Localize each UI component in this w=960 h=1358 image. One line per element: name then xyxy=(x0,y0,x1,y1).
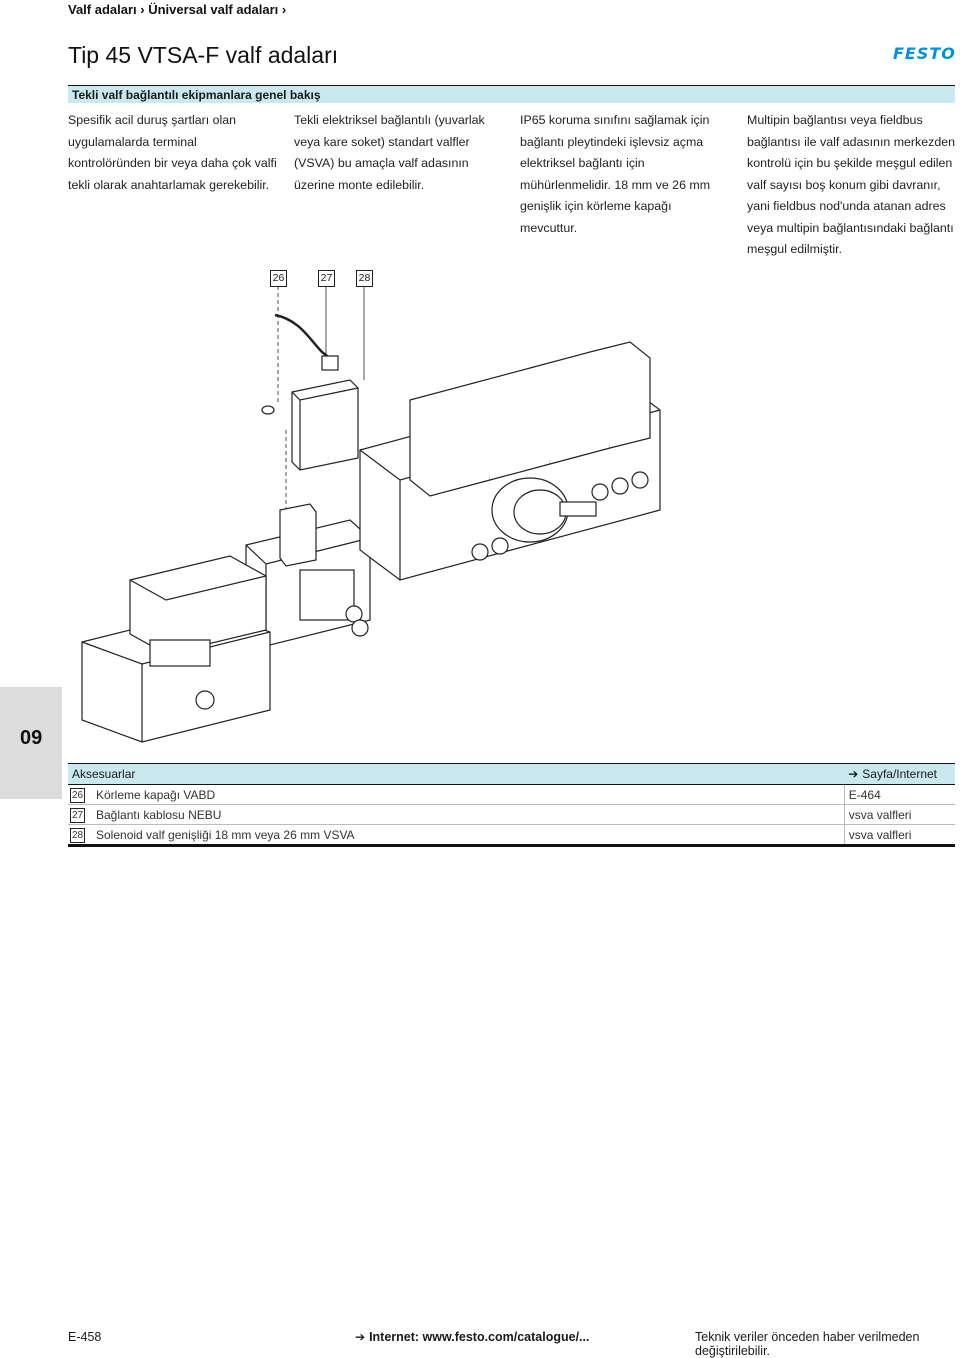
row-number-28: 28 xyxy=(70,827,85,843)
row-number-cell: 26 xyxy=(68,784,92,805)
accessory-ref-link[interactable]: vsva valfleri xyxy=(843,824,955,847)
accessory-ref-link[interactable]: E-464 xyxy=(843,784,955,805)
page-number: E-458 xyxy=(68,1330,102,1344)
festo-logo: FESTO xyxy=(893,44,956,63)
breadcrumb-item-valve-terminals[interactable]: Valf adaları xyxy=(68,2,137,17)
breadcrumb-separator: › xyxy=(136,2,149,17)
accessory-name: Bağlantı kablosu NEBU xyxy=(92,804,845,825)
footer-internet: ➔Internet: www.festo.com/catalogue/... xyxy=(355,1330,589,1344)
table-row: 27 Bağlantı kablosu NEBU vsva valfleri xyxy=(68,804,955,825)
text-column-1: Spesifik acil duruş şartları olan uygula… xyxy=(68,113,277,192)
arrow-right-icon: ➔ xyxy=(848,767,859,781)
table-header-row: Aksesuarlar ➔Sayfa/Internet xyxy=(68,763,955,785)
page-title: Tip 45 VTSA-F valf adaları xyxy=(68,42,339,68)
callout-26: 26 xyxy=(270,270,287,287)
section-header: Tekli valf bağlantılı ekipmanlara genel … xyxy=(68,85,955,103)
table-row: 28 Solenoid valf genişliği 18 mm veya 26… xyxy=(68,824,955,847)
arrow-right-icon: ➔ xyxy=(355,1330,366,1344)
accessory-name: Solenoid valf genişliği 18 mm veya 26 mm… xyxy=(92,824,845,847)
breadcrumb-separator: › xyxy=(278,2,287,17)
text-column-3: IP65 koruma sınıfını sağlamak için bağla… xyxy=(520,113,711,235)
breadcrumb: Valf adaları › Üniversal valf adaları › xyxy=(68,2,286,17)
breadcrumb-item-universal[interactable]: Üniversal valf adaları xyxy=(148,2,279,17)
text-column-4: Multipin bağlantısı veya fieldbus bağlan… xyxy=(747,113,956,256)
callout-27: 27 xyxy=(318,270,335,287)
accessories-table: Aksesuarlar ➔Sayfa/Internet 26 Körleme k… xyxy=(68,763,955,847)
valve-terminal-drawing xyxy=(81,286,661,743)
page-internet-label: Sayfa/Internet xyxy=(862,767,937,781)
row-number-cell: 28 xyxy=(68,824,92,847)
chapter-tab[interactable]: 09 xyxy=(0,687,62,799)
chapter-number: 09 xyxy=(20,727,43,749)
accessory-name: Körleme kapağı VABD xyxy=(92,784,845,805)
internet-link[interactable]: Internet: www.festo.com/catalogue/... xyxy=(369,1330,590,1344)
text-column-2: Tekli elektriksel bağlantılı (yuvarlak v… xyxy=(294,113,485,192)
page-internet-header: ➔Sayfa/Internet xyxy=(844,763,955,785)
row-number-cell: 27 xyxy=(68,804,92,825)
table-row: 26 Körleme kapağı VABD E-464 xyxy=(68,784,955,805)
row-number-27: 27 xyxy=(70,807,85,823)
footer-note: Teknik veriler önceden haber verilmeden … xyxy=(695,1330,920,1358)
accessories-header: Aksesuarlar xyxy=(68,763,845,785)
row-number-26: 26 xyxy=(70,787,85,803)
accessory-ref-link[interactable]: vsva valfleri xyxy=(843,804,955,825)
callout-28: 28 xyxy=(356,270,373,287)
